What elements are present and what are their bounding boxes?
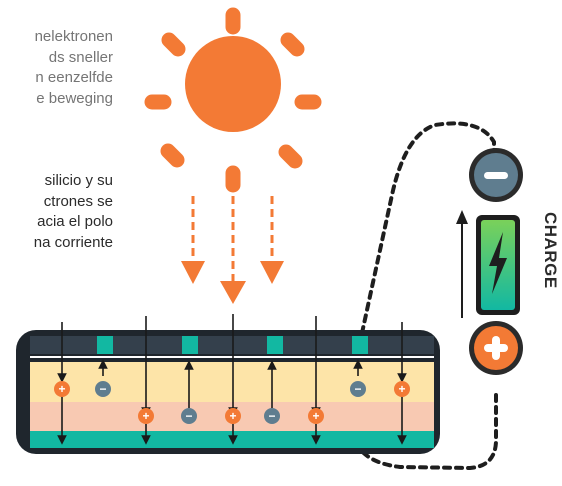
- hole-charge: −: [350, 381, 366, 397]
- hole-charge: +: [308, 408, 324, 424]
- battery: [476, 215, 520, 315]
- hole-charge: +: [225, 408, 241, 424]
- electron-charge: −: [95, 381, 111, 397]
- dutch-text-block: nelektronen ds sneller n eenzelfde e bew…: [0, 27, 113, 109]
- battery-positive-terminal: [469, 321, 523, 375]
- battery-negative-terminal: [469, 148, 523, 202]
- light-rays: [181, 196, 284, 304]
- n-layer: [30, 362, 434, 402]
- solar-panel: [16, 330, 440, 454]
- electron-charge: −: [181, 408, 197, 424]
- svg-text:+: +: [142, 409, 149, 423]
- dutch-line: ds sneller: [48, 48, 113, 66]
- svg-text:+: +: [229, 409, 236, 423]
- svg-text:+: +: [312, 409, 319, 423]
- spanish-line: na corriente: [33, 233, 113, 251]
- dutch-line: n eenzelfde: [35, 69, 113, 86]
- electron-flow-arrows: [57, 314, 407, 445]
- electron-charge: −: [264, 408, 280, 424]
- hole-charge: +: [394, 381, 410, 397]
- spanish-text-block: silicio y su ctrones se acia el polo na …: [0, 171, 113, 253]
- charges: + − − + + − + − +: [54, 381, 410, 424]
- hole-charge: +: [138, 408, 154, 424]
- dutch-line: nelektronen: [34, 28, 113, 45]
- svg-text:+: +: [58, 382, 65, 396]
- svg-text:−: −: [99, 382, 106, 396]
- dutch-line: e beweging: [36, 89, 113, 107]
- spanish-line: silicio y su: [44, 172, 113, 189]
- svg-text:−: −: [354, 382, 361, 396]
- svg-text:−: −: [268, 409, 275, 423]
- lightning-bolt-icon: [489, 232, 507, 294]
- spanish-line: ctrones se: [43, 192, 113, 210]
- charge-direction-arrow: [456, 210, 468, 318]
- back-contact: [30, 431, 434, 448]
- minus-icon: [484, 172, 508, 179]
- svg-text:−: −: [185, 409, 192, 423]
- svg-text:+: +: [398, 382, 405, 396]
- hole-charge: +: [54, 381, 70, 397]
- top-contacts: [97, 336, 368, 354]
- spanish-line: acia el polo: [37, 213, 113, 230]
- sun-icon: [144, 7, 322, 193]
- charge-label: CHARGE: [541, 212, 560, 289]
